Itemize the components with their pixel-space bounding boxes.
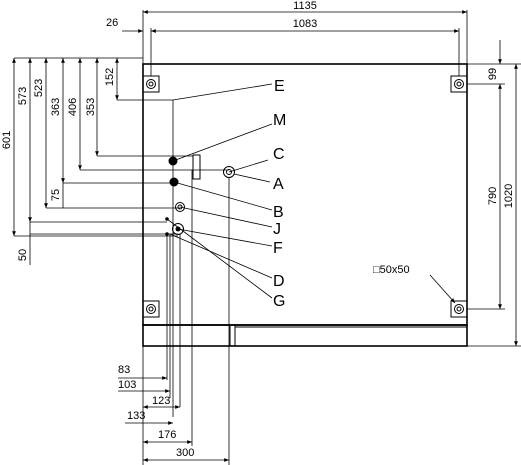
svg-text:99: 99 bbox=[487, 68, 499, 80]
label-B: B bbox=[273, 204, 284, 221]
svg-text:1135: 1135 bbox=[293, 0, 317, 12]
label-E: E bbox=[274, 78, 285, 95]
svg-text:353: 353 bbox=[85, 98, 97, 116]
svg-text:300: 300 bbox=[176, 447, 194, 459]
corner-bolt-top-left bbox=[142, 75, 160, 93]
svg-text:601: 601 bbox=[1, 131, 13, 149]
foot-size-note: □50x50 bbox=[373, 264, 410, 276]
point-M-bracket bbox=[192, 154, 201, 180]
svg-text:133: 133 bbox=[127, 410, 145, 422]
svg-text:363: 363 bbox=[50, 98, 62, 116]
dim-left: 601 573 523 363 406 353 152 75 50 bbox=[1, 58, 119, 265]
corner-bolt-bottom-left bbox=[142, 300, 160, 318]
svg-text:75: 75 bbox=[50, 189, 62, 201]
label-C: C bbox=[273, 146, 285, 163]
extension-lines-vertical bbox=[142, 100, 230, 465]
svg-text:50: 50 bbox=[17, 249, 29, 261]
svg-text:83: 83 bbox=[118, 364, 130, 376]
svg-text:573: 573 bbox=[17, 87, 29, 105]
dim-bottom: 83 103 123 133 176 300 bbox=[118, 364, 229, 462]
leaders bbox=[166, 83, 456, 304]
label-M: M bbox=[273, 112, 286, 129]
connection-points bbox=[165, 154, 235, 236]
svg-text:103: 103 bbox=[118, 379, 136, 391]
dim-top-bolt-span: 26 1083 bbox=[106, 17, 460, 76]
svg-text:406: 406 bbox=[67, 98, 79, 116]
dim-top-overall: 1135 bbox=[142, 0, 468, 64]
svg-text:123: 123 bbox=[152, 395, 170, 407]
svg-text:176: 176 bbox=[158, 429, 176, 441]
svg-text:523: 523 bbox=[33, 79, 45, 97]
point-J bbox=[175, 202, 185, 212]
svg-text:790: 790 bbox=[487, 187, 499, 205]
label-A: A bbox=[273, 176, 284, 193]
label-D: D bbox=[273, 273, 285, 290]
label-J: J bbox=[273, 221, 281, 238]
point-F bbox=[172, 223, 184, 235]
label-F: F bbox=[273, 240, 283, 257]
corner-bolt-bottom-right bbox=[450, 300, 468, 318]
svg-text:1083: 1083 bbox=[293, 18, 317, 30]
svg-text:1020: 1020 bbox=[503, 184, 515, 208]
dim-right: 99 790 1020 bbox=[467, 40, 521, 347]
svg-text:26: 26 bbox=[106, 17, 118, 29]
svg-text:152: 152 bbox=[104, 68, 116, 86]
corner-bolt-top-right bbox=[450, 75, 468, 93]
label-G: G bbox=[273, 293, 285, 310]
